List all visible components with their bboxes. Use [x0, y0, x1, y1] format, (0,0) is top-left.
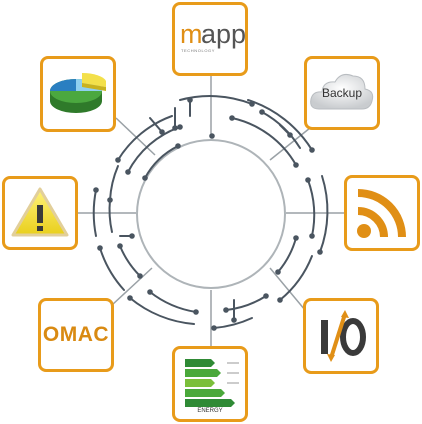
- mapp-tile[interactable]: m app TECHNOLOGY: [172, 2, 248, 76]
- warning-icon: [11, 187, 69, 237]
- pie-chart-icon: [50, 72, 106, 113]
- rss-tile[interactable]: [344, 175, 420, 251]
- rss-icon: [357, 189, 406, 238]
- omac-tile[interactable]: OMAC: [38, 298, 114, 372]
- io-tile[interactable]: [303, 298, 379, 374]
- energy-rating-icon: [185, 359, 239, 407]
- backup-label: Backup: [321, 86, 363, 100]
- warning-tile[interactable]: [2, 176, 78, 250]
- omac-label: OMAC: [42, 323, 110, 346]
- mapp-logo: m app TECHNOLOGY: [179, 19, 245, 56]
- chart-tile[interactable]: [40, 56, 116, 132]
- mapp-logo-app: app: [201, 19, 247, 49]
- mapp-logo-m: m: [180, 19, 203, 49]
- backup-tile[interactable]: Backup: [304, 56, 380, 130]
- energy-tile[interactable]: ENERGY: [172, 346, 248, 422]
- mapp-logo-subtitle: TECHNOLOGY: [181, 48, 216, 53]
- energy-label: ENERGY: [197, 408, 223, 414]
- inner-ring: [136, 139, 286, 289]
- cloud-icon: [310, 74, 374, 110]
- circuit-nodes: [93, 97, 323, 331]
- io-toggle-icon: [321, 310, 366, 362]
